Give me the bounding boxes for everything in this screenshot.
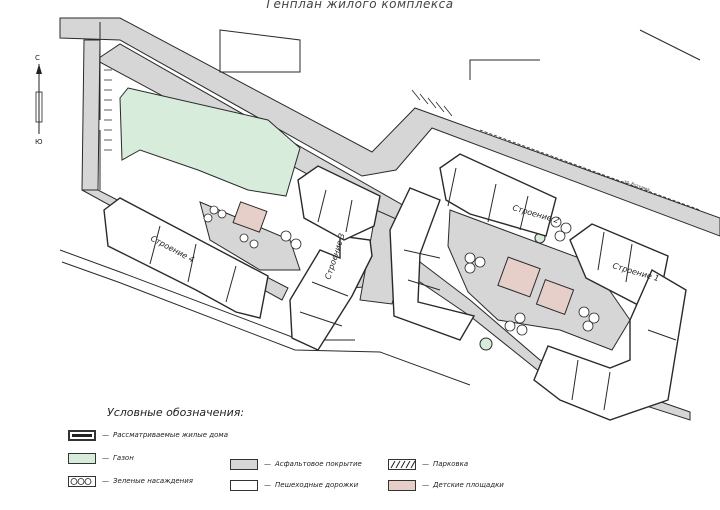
walkways-swatch <box>230 479 258 491</box>
legend-item-parking: — Парковка <box>388 457 468 471</box>
legend-label-houses: Рассматриваемые жилые дома <box>113 431 228 439</box>
building-section-lines <box>149 167 677 411</box>
playgrounds <box>232 201 575 315</box>
legend-label-asphalt: Асфальтовое покрытие <box>275 460 362 468</box>
legend-item-asphalt: — Асфальтовое покрытие <box>230 457 362 471</box>
ground-outline <box>59 22 701 386</box>
legend-label-parking: Парковка <box>433 460 469 468</box>
houses-swatch <box>68 429 96 441</box>
legend-label-trees: Зеленые насаждения <box>113 477 194 485</box>
green-plantings <box>203 205 600 336</box>
legend-item-playgrounds: — Детские площадки <box>388 478 504 492</box>
legend-title: Условные обозначения: <box>107 406 245 419</box>
compass-rose: С Ю <box>35 54 43 146</box>
legend-item-trees: — Зеленые насаждения <box>68 474 193 488</box>
playgrounds-swatch <box>388 479 416 491</box>
compass-north: С <box>35 54 40 62</box>
lawn-areas <box>119 87 546 351</box>
buildings <box>103 153 687 421</box>
asphalt-swatch <box>230 458 258 470</box>
parking-stripes <box>104 69 701 211</box>
legend-item-lawn: — Газон <box>68 451 134 465</box>
plan-title: Генплан жилого комплекса <box>266 0 454 11</box>
compass-south: Ю <box>35 138 43 146</box>
legend-item-houses: — Рассматриваемые жилые дома <box>68 428 228 442</box>
lawn-swatch <box>68 452 96 464</box>
trees-swatch <box>68 475 96 487</box>
parking-swatch <box>388 458 416 470</box>
legend-label-walkways: Пешеходные дорожки <box>275 481 359 489</box>
legend-item-walkways: — Пешеходные дорожки <box>230 478 358 492</box>
legend-label-lawn: Газон <box>113 454 134 462</box>
legend-label-playgrounds: Детские площадки <box>433 481 504 489</box>
